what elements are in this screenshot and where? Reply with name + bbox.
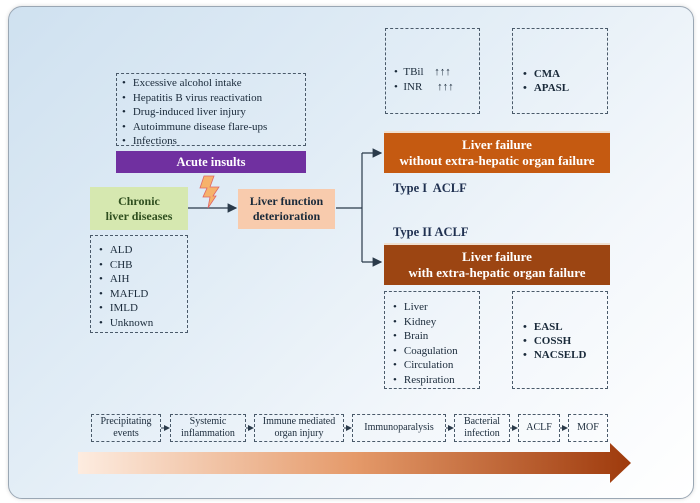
list-item: Brain xyxy=(393,329,479,344)
list-item: Respiration xyxy=(393,373,479,388)
organs-box: Liver Kidney Brain Coagulation Circulati… xyxy=(384,291,480,389)
step-line1: Immune mediated xyxy=(262,416,336,427)
acute-insults-box: Excessive alcohol intake Hepatitis B vir… xyxy=(116,73,306,149)
chronic-liver-diseases-box: Chronic liver diseases xyxy=(90,187,188,230)
type1-liver-failure-box: Liver failure without extra-hepatic orga… xyxy=(384,131,610,173)
tbil-label: TBil xyxy=(403,66,424,78)
tbil-arrows: ↑↑↑ xyxy=(434,66,451,78)
type2-criteria-list: EASL COSSH NACSELD xyxy=(523,320,607,362)
type2-line2: with extra-hepatic organ failure xyxy=(408,265,586,280)
list-item: CMA xyxy=(523,67,607,81)
tbil-row: • TBil ↑↑↑ xyxy=(394,66,451,78)
step-line2: organ injury xyxy=(274,428,324,439)
timeline-step: Bacterial infection xyxy=(454,414,510,442)
list-item: IMLD xyxy=(99,301,187,316)
list-item: Circulation xyxy=(393,358,479,373)
chronic-line1: Chronic xyxy=(118,193,160,208)
step-line2: events xyxy=(113,428,139,439)
list-item: Liver xyxy=(393,300,479,315)
list-item: Excessive alcohol intake xyxy=(122,76,305,91)
timeline-step: Systemic inflammation xyxy=(170,414,246,442)
deterioration-line2: deterioration xyxy=(252,209,321,223)
step-line1: ACLF xyxy=(526,422,552,433)
list-item: NACSELD xyxy=(523,348,607,362)
list-item: Infections xyxy=(122,134,305,149)
list-item: CHB xyxy=(99,258,187,273)
inr-label: INR xyxy=(403,81,423,93)
timeline-step: MOF xyxy=(568,414,608,442)
list-item: Autoimmune disease flare-ups xyxy=(122,120,305,135)
step-line1: Immunoparalysis xyxy=(364,422,434,433)
organs-list: Liver Kidney Brain Coagulation Circulati… xyxy=(393,300,479,387)
list-item: COSSH xyxy=(523,334,607,348)
type2-line1: Liver failure xyxy=(462,249,532,264)
chronic-causes-list: ALD CHB AIH MAFLD IMLD Unknown xyxy=(99,243,187,330)
timeline-step: Precipitating events xyxy=(91,414,161,442)
list-item: Kidney xyxy=(393,315,479,330)
type1-aclf-label: Type I ACLF xyxy=(393,181,467,195)
type2-aclf-label: Type II ACLF xyxy=(393,225,469,239)
timeline-step: Immune mediated organ injury xyxy=(254,414,344,442)
step-line1: Bacterial xyxy=(463,416,501,427)
step-line1: MOF xyxy=(577,422,599,433)
inr-row: • INR ↑↑↑ xyxy=(394,81,454,93)
step-line2: infection xyxy=(464,428,500,439)
list-item: ALD xyxy=(99,243,187,258)
timeline-progress-arrow xyxy=(78,443,631,483)
list-item: Unknown xyxy=(99,316,187,331)
chronic-line2: liver diseases xyxy=(105,208,173,223)
list-item: EASL xyxy=(523,320,607,334)
type2-criteria-box: EASL COSSH NACSELD xyxy=(512,291,608,389)
list-item: APASL xyxy=(523,81,607,95)
timeline-step: ACLF xyxy=(518,414,560,442)
chronic-causes-box: ALD CHB AIH MAFLD IMLD Unknown xyxy=(90,235,188,333)
acute-insults-list: Excessive alcohol intake Hepatitis B vir… xyxy=(122,76,305,149)
type2-liver-failure-box: Liver failure with extra-hepatic organ f… xyxy=(384,243,610,285)
list-item: Coagulation xyxy=(393,344,479,359)
list-item: Drug-induced liver injury xyxy=(122,105,305,120)
inr-arrows: ↑↑↑ xyxy=(437,81,454,93)
list-item: AIH xyxy=(99,272,187,287)
type1-line1: Liver failure xyxy=(462,137,532,152)
deterioration-line1: Liver function xyxy=(249,194,324,208)
acute-insults-banner: Acute insults xyxy=(116,151,306,173)
timeline-step: Immunoparalysis xyxy=(352,414,446,442)
liver-function-deterioration-box: Liver function deterioration xyxy=(238,189,335,229)
step-line2: inflammation xyxy=(181,428,235,439)
step-line1: Precipitating xyxy=(100,416,152,427)
list-item: MAFLD xyxy=(99,287,187,302)
lightning-icon xyxy=(199,175,220,209)
list-item: Hepatitis B virus reactivation xyxy=(122,91,305,106)
lab-values-box: • TBil ↑↑↑ • INR ↑↑↑ xyxy=(385,28,480,114)
acute-insults-label: Acute insults xyxy=(176,154,246,169)
step-line1: Systemic xyxy=(189,416,227,427)
type1-criteria-box: CMA APASL xyxy=(512,28,608,114)
type1-criteria-list: CMA APASL xyxy=(523,67,607,95)
type1-line2: without extra-hepatic organ failure xyxy=(399,153,595,168)
